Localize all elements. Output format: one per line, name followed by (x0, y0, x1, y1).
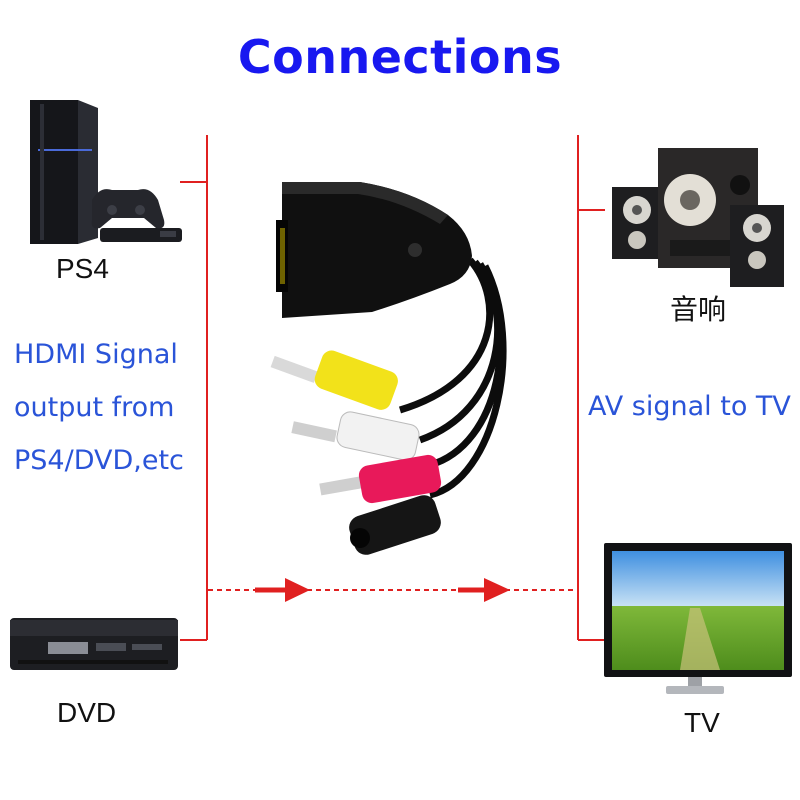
rca-yellow-plug (270, 350, 398, 410)
rca-red-plug (319, 454, 442, 504)
description-line: HDMI Signal (14, 339, 178, 370)
ps4-console-icon (30, 100, 182, 244)
description-line: PS4/DVD,etc (14, 445, 184, 476)
dvd-player-icon (10, 618, 178, 670)
left-bracket-line (180, 135, 208, 641)
speakers-icon (612, 148, 784, 287)
description-line: output from (14, 392, 175, 423)
av-signal-description: AV signal to TV (588, 391, 791, 422)
speakers-label: 音响 (670, 294, 727, 325)
signal-arrow-icon (458, 578, 510, 602)
hdmi-to-av-adapter-icon (270, 182, 507, 555)
audio-jack-plug (349, 495, 441, 555)
rca-white-plug (291, 411, 420, 461)
right-bracket-line (577, 135, 605, 641)
hdmi-signal-description: HDMI Signal output from PS4/DVD,etc (14, 328, 184, 487)
signal-arrow-icon (255, 578, 310, 602)
tv-label: TV (684, 707, 720, 738)
tv-icon (604, 543, 792, 694)
diagram-title: Connections (237, 30, 563, 84)
ps4-label: PS4 (56, 253, 109, 284)
dvd-label: DVD (57, 697, 117, 728)
